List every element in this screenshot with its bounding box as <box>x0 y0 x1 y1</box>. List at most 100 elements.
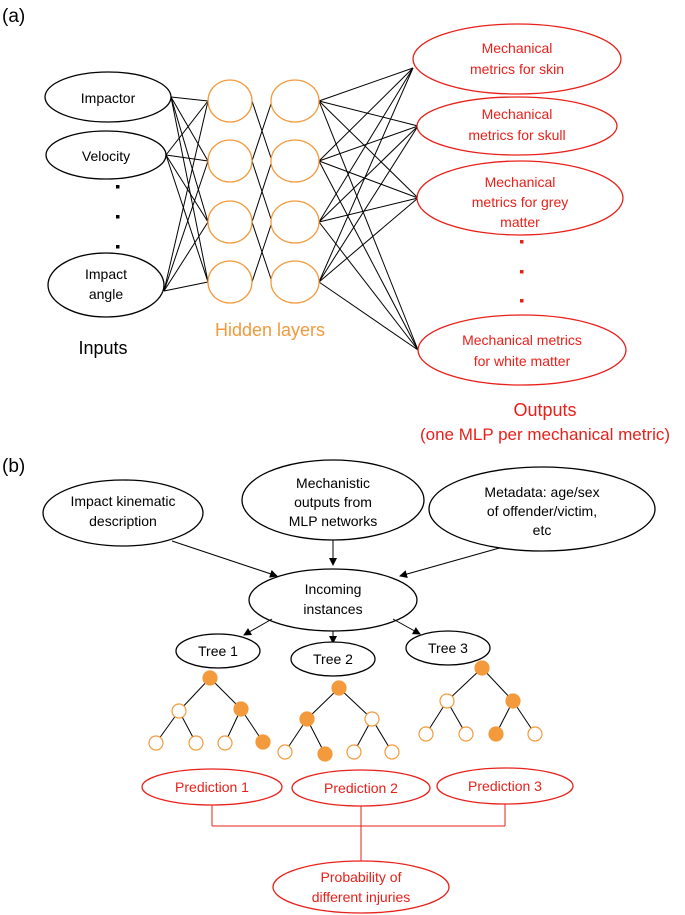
source-node-kinematics: Impact kinematic description <box>42 479 204 547</box>
prediction-node-3: Prediction 3 <box>436 767 574 805</box>
arrow <box>171 540 278 578</box>
tree-node-filled <box>488 726 504 742</box>
input-node-impact-angle: Impact angle <box>47 252 165 318</box>
result-label-line: different injuries <box>312 889 411 905</box>
decision-tree-1 <box>148 670 271 751</box>
arrow <box>392 618 421 635</box>
output-label-line: Mechanical <box>482 40 553 56</box>
input-ellipsis-dots <box>116 185 120 249</box>
tree-label-1: Tree 1 <box>175 633 261 669</box>
source-node-metadata: Metadata: age/sex of offender/victim, et… <box>428 466 656 552</box>
source-label-line: Mechanistic <box>296 475 370 491</box>
hidden-neuron <box>207 139 253 183</box>
prediction-node-1: Prediction 1 <box>141 768 283 806</box>
tree-node-empty <box>171 703 187 719</box>
tree-node-filled <box>233 701 249 717</box>
source-label-line: outputs from <box>294 494 372 510</box>
tree-node-empty <box>439 693 455 709</box>
incoming-instances-node: Incoming instances <box>248 568 418 632</box>
hidden2-to-output-connections <box>318 67 419 351</box>
incoming-label-line: Incoming <box>305 581 362 597</box>
source-label-line: of offender/victim, <box>487 503 597 519</box>
prediction-connectors <box>211 803 506 862</box>
prediction-label: Prediction 3 <box>468 778 542 794</box>
tree-node-empty <box>148 735 164 751</box>
decision-tree-3 <box>418 660 543 742</box>
output-label-line: matter <box>500 214 540 230</box>
tree-node-empty <box>418 726 434 742</box>
output-label-line: metrics for skin <box>470 61 564 77</box>
output-node-white-matter: Mechanical metrics for white matter <box>417 314 627 386</box>
tree-node-empty <box>277 744 293 760</box>
input-node-impactor: Impactor <box>44 71 172 123</box>
output-label-line: Mechanical metrics <box>462 332 582 348</box>
source-label-line: etc <box>533 522 552 538</box>
tree-node-filled <box>505 693 521 709</box>
source-label-line: MLP networks <box>289 513 377 529</box>
output-label-line: Mechanical <box>482 106 553 122</box>
tree-node-empty <box>458 726 474 742</box>
decision-tree-2 <box>277 680 400 762</box>
output-node-grey-matter: Mechanical metrics for grey matter <box>416 160 624 236</box>
input-node-velocity: Velocity <box>45 130 167 180</box>
hidden-neuron <box>270 200 320 244</box>
tree-node-empty <box>188 735 204 751</box>
input-to-hidden1-connections <box>163 96 209 292</box>
tree-node-empty <box>217 735 233 751</box>
tree-node-filled <box>299 711 315 727</box>
source-node-mechanistic: Mechanistic outputs from MLP networks <box>241 459 425 541</box>
tree-node-empty <box>527 726 543 742</box>
source-arrows <box>171 539 504 578</box>
tree-label-text: Tree 3 <box>428 640 468 656</box>
input-label: Velocity <box>82 148 130 164</box>
hidden-neuron <box>270 139 320 183</box>
tree-label-text: Tree 2 <box>313 651 353 667</box>
input-label-line: angle <box>89 286 123 302</box>
tree-label-text: Tree 1 <box>198 643 238 659</box>
tree-label-2: Tree 2 <box>290 641 376 677</box>
panel-a-label: (a) <box>2 6 25 27</box>
tree-label-3: Tree 3 <box>405 630 491 666</box>
input-label: Impactor <box>81 90 136 106</box>
output-node-skin: Mechanical metrics for skin <box>412 23 622 95</box>
result-label-line: Probability of <box>321 869 402 885</box>
incoming-label-line: instances <box>303 601 362 617</box>
tree-node-filled <box>474 660 490 676</box>
tree-node-empty <box>384 744 400 760</box>
tree-node-filled <box>331 680 347 696</box>
output-node-skull: Mechanical metrics for skull <box>416 96 618 156</box>
hidden-layer-2 <box>270 79 320 304</box>
tree-arrows <box>243 618 421 644</box>
prediction-label: Prediction 2 <box>324 780 398 796</box>
arrow <box>243 618 273 636</box>
tree-node-filled <box>317 746 333 762</box>
outputs-caption: Outputs <box>513 400 576 420</box>
result-node-probability: Probability of different injuries <box>272 860 450 914</box>
tree-node-filled <box>202 670 218 686</box>
tree-node-filled <box>255 734 271 750</box>
output-label-line: metrics for grey <box>472 194 568 210</box>
panel-b-label: (b) <box>2 456 25 477</box>
tree-node-empty <box>364 711 380 727</box>
hidden-layer-1 <box>207 79 253 304</box>
output-label-line: for white matter <box>474 353 571 369</box>
hidden-neuron <box>207 200 253 244</box>
prediction-label: Prediction 1 <box>175 779 249 795</box>
output-ellipsis-dots <box>520 240 524 303</box>
arrow <box>399 546 504 578</box>
hidden1-to-hidden2-connections <box>251 100 273 283</box>
hidden-neuron <box>270 79 320 123</box>
source-label-line: description <box>89 513 157 529</box>
hidden-neuron <box>207 79 253 123</box>
input-label-line: Impact <box>85 266 127 282</box>
tree-node-empty <box>346 744 362 760</box>
output-label-line: metrics for skull <box>468 127 565 143</box>
output-label-line: Mechanical <box>485 174 556 190</box>
prediction-node-2: Prediction 2 <box>291 769 431 807</box>
hidden-neuron <box>207 260 253 304</box>
hidden-layers-caption: Hidden layers <box>215 320 325 340</box>
panel-b: (b) Impact kinematic description Mechani… <box>2 456 656 914</box>
hidden-neuron <box>270 260 320 304</box>
source-label-line: Impact kinematic <box>70 493 175 509</box>
